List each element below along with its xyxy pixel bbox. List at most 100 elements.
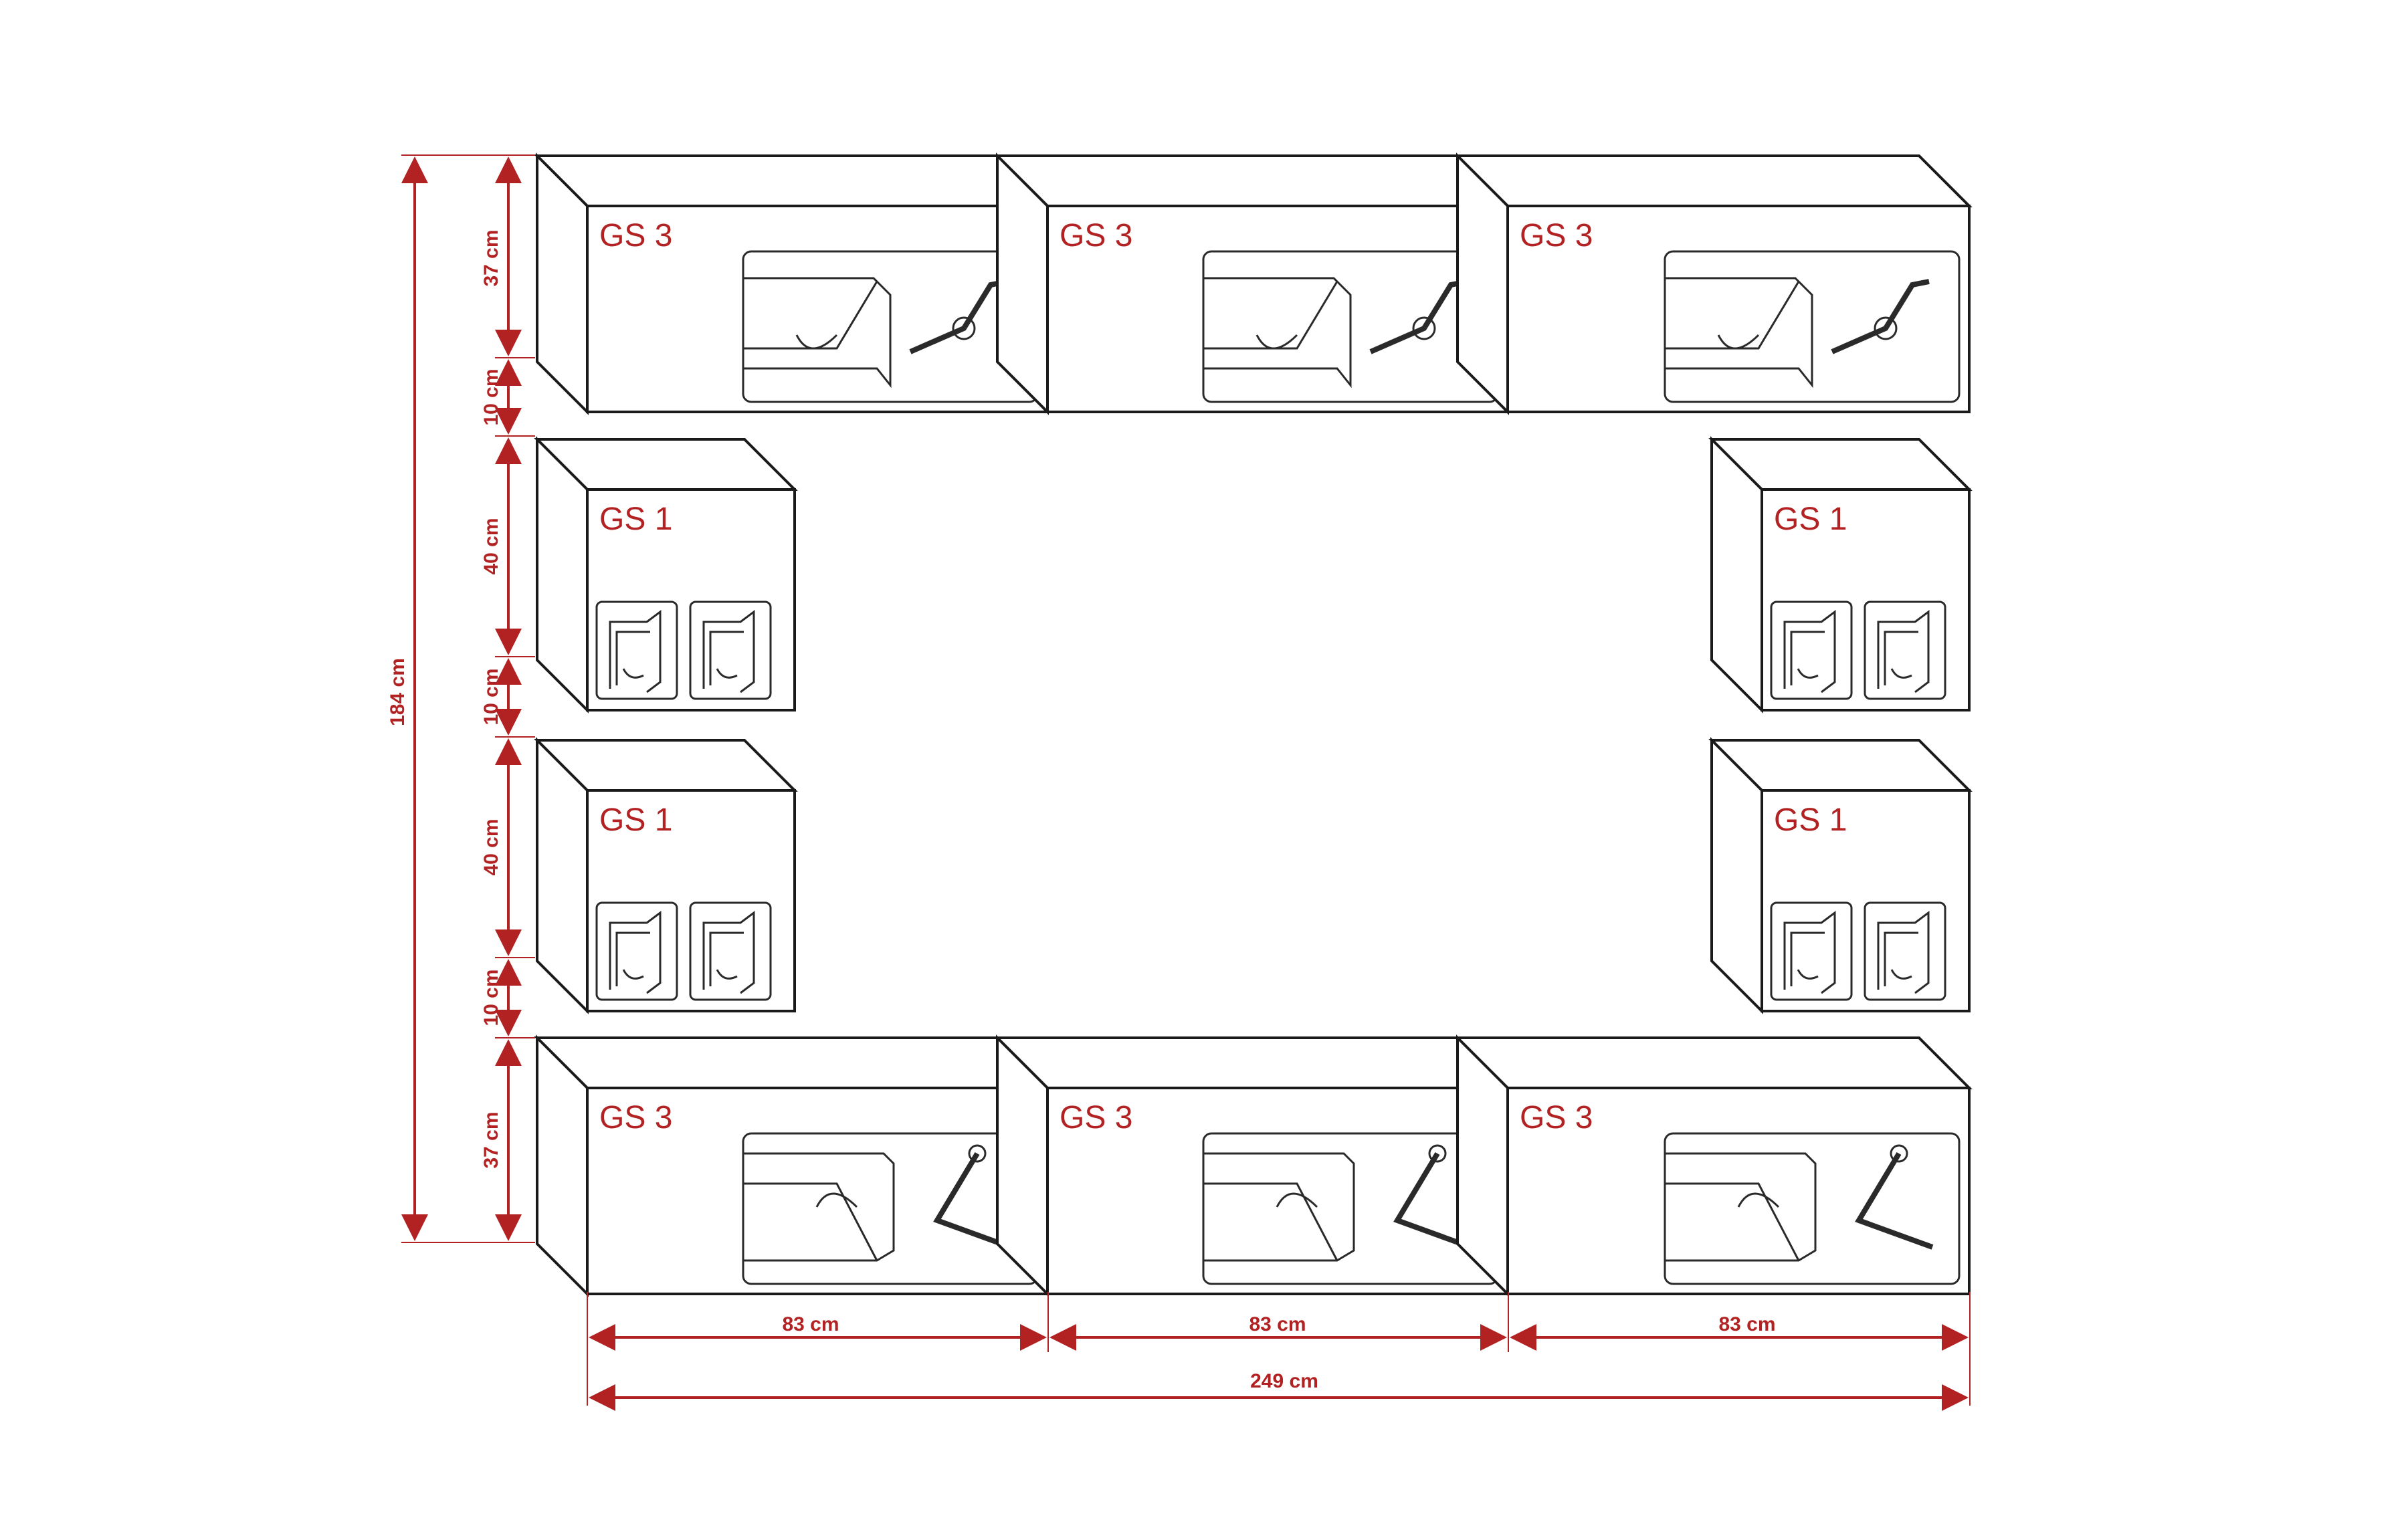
- width-label: 83 cm: [782, 1313, 839, 1335]
- unit-label: GS 1: [1774, 502, 1847, 537]
- flap-open-icon: [1665, 1182, 1800, 1261]
- flap-open-icon: [1665, 281, 1800, 350]
- arrow-icon: [1797, 969, 1819, 980]
- height-label: 10 cm: [480, 969, 502, 1026]
- hinge-joint-icon: [952, 316, 976, 340]
- flap-mechanism-icon: [1664, 1132, 1961, 1285]
- door-outline-icon: [1877, 911, 1930, 994]
- arrow-icon: [1890, 969, 1912, 980]
- hinge-joint-icon: [1874, 316, 1898, 340]
- door-outline-icon: [1877, 610, 1930, 693]
- unit-label: GS 3: [1060, 1100, 1132, 1135]
- flap-box-icon: [743, 277, 892, 389]
- door-open-icon: [1884, 931, 1918, 986]
- door-open-icon: [615, 631, 650, 685]
- door-hinge-icon: [689, 901, 772, 1001]
- width-label: 83 cm: [1249, 1313, 1306, 1335]
- hinge-joint-icon: [1428, 1144, 1447, 1163]
- width-label: 83 cm: [1718, 1313, 1775, 1335]
- arrow-icon: [815, 1192, 858, 1208]
- arrow-icon: [716, 668, 738, 679]
- flap-open-icon: [743, 1182, 878, 1261]
- door-hinge-icon: [595, 901, 678, 1001]
- lift-arm-icon: [1831, 279, 1930, 354]
- door-outline-icon: [702, 610, 755, 693]
- cabinet-top-2: GS 3: [994, 152, 1511, 415]
- unit-label: GS 1: [599, 502, 672, 537]
- arrow-icon: [1797, 668, 1819, 679]
- cabinet-left-2: GS 1: [534, 737, 798, 1014]
- cabinets: GS 3 GS 3 GS 3 GS 1 GS 1 GS 1 GS 1 GS 3 GS 3 GS 3: [534, 152, 1973, 1297]
- cabinet-bottom-2: GS 3: [994, 1034, 1511, 1297]
- arrow-icon: [1890, 668, 1912, 679]
- vertical-dimension-labels: 184 cm 37 cm 10 cm 40 cm 10 cm 40 cm 10 …: [387, 229, 502, 1168]
- door-open-icon: [1790, 931, 1825, 986]
- unit-label: GS 3: [1520, 218, 1593, 253]
- top-face: [994, 154, 1511, 207]
- lift-arm-icon: [1855, 1151, 1934, 1250]
- door-outline-icon: [1783, 911, 1836, 994]
- cabinet-top-3: GS 3: [1454, 152, 1973, 415]
- arrow-icon: [622, 969, 644, 980]
- unit-label: GS 1: [599, 802, 672, 838]
- cabinet-top-1: GS 3: [534, 152, 1051, 415]
- hinge-joint-icon: [968, 1144, 987, 1163]
- hinge-joint-icon: [1890, 1144, 1908, 1163]
- unit-label: GS 3: [1060, 218, 1132, 253]
- arrow-icon: [1737, 1192, 1780, 1208]
- arrow-icon: [1276, 1192, 1318, 1208]
- door-outline-icon: [609, 610, 662, 693]
- top-face: [534, 1036, 1051, 1089]
- door-open-icon: [615, 931, 650, 986]
- horizontal-dimension-labels: 83 cm 83 cm 83 cm 249 cm: [782, 1313, 1775, 1392]
- hinge-joint-icon: [1412, 316, 1436, 340]
- height-label: 37 cm: [480, 229, 502, 286]
- top-face: [1454, 154, 1973, 207]
- cabinet-bottom-3: GS 3: [1454, 1034, 1973, 1297]
- total-height-label: 184 cm: [387, 658, 409, 726]
- door-hinge-icon: [689, 600, 772, 700]
- door-outline-icon: [702, 911, 755, 994]
- door-hinge-icon: [1770, 901, 1853, 1001]
- door-hinge-icon: [595, 600, 678, 700]
- unit-label: GS 3: [1520, 1100, 1593, 1135]
- lift-arm-icon: [1393, 1151, 1472, 1250]
- lift-arm-icon: [933, 1151, 1012, 1250]
- cabinet-right-1: GS 1: [1708, 436, 1973, 713]
- height-label: 10 cm: [480, 668, 502, 725]
- flap-open-icon: [1203, 281, 1338, 350]
- height-label: 37 cm: [480, 1111, 502, 1168]
- arrow-icon: [1717, 334, 1760, 350]
- door-open-icon: [709, 931, 744, 986]
- cabinet-left-1: GS 1: [534, 436, 798, 713]
- unit-label: GS 3: [599, 1100, 672, 1135]
- top-face: [1454, 1036, 1973, 1089]
- arrow-icon: [716, 969, 738, 980]
- door-open-icon: [709, 631, 744, 685]
- front-face: [1046, 205, 1509, 413]
- total-width-label: 249 cm: [1250, 1370, 1318, 1392]
- door-hinge-icon: [1770, 600, 1853, 700]
- horizontal-dimensions: [587, 1292, 1971, 1411]
- top-face: [994, 1036, 1511, 1089]
- flap-box-icon: [1665, 277, 1813, 389]
- cabinet-right-2: GS 1: [1708, 737, 1973, 1014]
- door-open-icon: [1884, 631, 1918, 685]
- unit-label: GS 1: [1774, 802, 1847, 838]
- flap-open-icon: [743, 281, 878, 350]
- door-hinge-icon: [1864, 901, 1946, 1001]
- cabinet-bottom-1: GS 3: [534, 1034, 1051, 1297]
- height-label: 10 cm: [480, 368, 502, 425]
- height-label: 40 cm: [480, 818, 502, 875]
- door-open-icon: [1790, 631, 1825, 685]
- flap-box-icon: [1203, 1152, 1355, 1262]
- front-face: [1506, 205, 1971, 413]
- flap-box-icon: [1203, 277, 1352, 389]
- vertical-dimensions: [401, 154, 535, 1243]
- unit-label: GS 3: [599, 218, 672, 253]
- front-face: [586, 205, 1049, 413]
- door-outline-icon: [609, 911, 662, 994]
- arrow-icon: [622, 668, 644, 679]
- flap-mechanism-icon: [1664, 250, 1961, 403]
